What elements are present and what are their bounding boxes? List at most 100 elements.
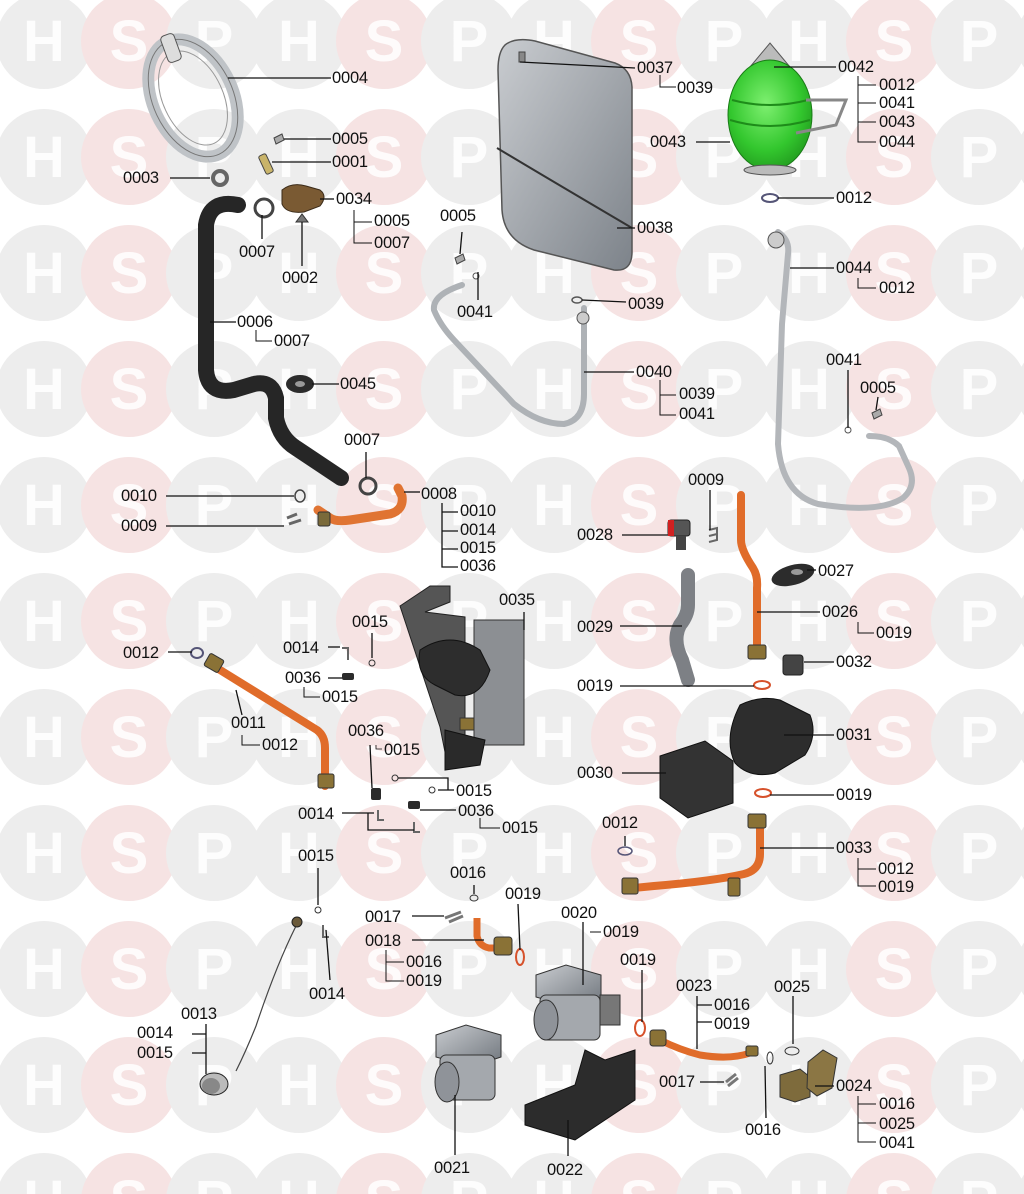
part-0002-clip[interactable] <box>295 213 309 223</box>
callout-label-0008[interactable]: 0008 <box>421 485 457 503</box>
part-0005-clip-mid[interactable] <box>454 253 466 265</box>
callout-label-0007[interactable]: 0007 <box>239 243 275 261</box>
callout-label-0014[interactable]: 0014 <box>283 639 319 657</box>
part-0036-screw-a[interactable] <box>342 673 354 680</box>
callout-label-0018[interactable]: 0018 <box>365 932 401 950</box>
callout-label-0002[interactable]: 0002 <box>282 269 318 287</box>
part-0023-nuts[interactable] <box>649 1029 759 1057</box>
part-0016-oring-b[interactable] <box>766 1051 774 1065</box>
callout-label-0042[interactable]: 0042 <box>838 58 874 76</box>
part-0039-washer-tank[interactable] <box>571 296 583 304</box>
callout-label-0032[interactable]: 0032 <box>836 653 872 671</box>
callout-label-0005[interactable]: 0005 <box>440 207 476 225</box>
callout-label-0041[interactable]: 0041 <box>826 351 862 369</box>
part-0015-oring-b[interactable] <box>391 774 399 782</box>
callout-sublabel-0015[interactable]: 0015 <box>384 741 420 759</box>
part-0033-copper-pipe[interactable] <box>630 822 764 892</box>
callout-sublabel-0019[interactable]: 0019 <box>714 1015 750 1033</box>
callout-label-0023[interactable]: 0023 <box>676 977 712 995</box>
callout-sublabel-0012[interactable]: 0012 <box>878 860 914 878</box>
part-0015-oring-a[interactable] <box>368 659 376 667</box>
callout-label-0019[interactable]: 0019 <box>620 951 656 969</box>
callout-label-0016[interactable]: 0016 <box>450 864 486 882</box>
part-0001-valve-core[interactable] <box>258 153 274 175</box>
callout-label-0035[interactable]: 0035 <box>499 591 535 609</box>
callout-sublabel-0016[interactable]: 0016 <box>406 953 442 971</box>
callout-sublabel-0015[interactable]: 0015 <box>137 1044 173 1062</box>
callout-label-0020[interactable]: 0020 <box>561 904 597 922</box>
callout-sublabel-0010[interactable]: 0010 <box>460 502 496 520</box>
callout-sublabel-0016[interactable]: 0016 <box>714 996 750 1014</box>
part-0012-washer-pump[interactable] <box>617 846 633 856</box>
part-0015-oring-c[interactable] <box>428 786 436 794</box>
callout-sublabel-0015[interactable]: 0015 <box>322 688 358 706</box>
callout-label-0012[interactable]: 0012 <box>836 189 872 207</box>
callout-sublabel-0012[interactable]: 0012 <box>879 76 915 94</box>
callout-label-0027[interactable]: 0027 <box>818 562 854 580</box>
part-0006-black-hose[interactable] <box>198 196 349 486</box>
callout-sublabel-0015[interactable]: 0015 <box>460 539 496 557</box>
callout-label-0037[interactable]: 0037 <box>637 59 673 77</box>
callout-sublabel-0039[interactable]: 0039 <box>677 79 713 97</box>
callout-label-0011[interactable]: 0011 <box>231 714 266 732</box>
callout-sublabel-0012[interactable]: 0012 <box>262 736 298 754</box>
part-0030-pump-head[interactable] <box>659 740 734 819</box>
callout-label-0044[interactable]: 0044 <box>836 259 872 277</box>
callout-label-0029[interactable]: 0029 <box>577 618 613 636</box>
part-0013-temperature-sensor[interactable] <box>199 916 303 1096</box>
part-0019-oring-a[interactable] <box>753 680 771 690</box>
part-0019-oring-b[interactable] <box>754 788 772 798</box>
callout-label-0012[interactable]: 0012 <box>602 814 638 832</box>
part-0018-nut[interactable] <box>493 936 513 956</box>
part-0040-nut[interactable] <box>576 311 590 325</box>
part-0019-oring-c[interactable] <box>515 948 525 966</box>
callout-label-0025[interactable]: 0025 <box>774 978 810 996</box>
callout-label-0010[interactable]: 0010 <box>121 487 157 505</box>
part-0011-copper-pipe[interactable] <box>208 661 329 790</box>
callout-label-0026[interactable]: 0026 <box>822 603 858 621</box>
callout-label-0017[interactable]: 0017 <box>365 908 401 926</box>
callout-label-0034[interactable]: 0034 <box>336 190 372 208</box>
callout-sublabel-0019[interactable]: 0019 <box>406 972 442 990</box>
part-0041-washer-mid[interactable] <box>472 272 480 280</box>
callout-label-0015[interactable]: 0015 <box>298 847 334 865</box>
part-0003-clamp[interactable] <box>211 169 229 187</box>
callout-sublabel-0015[interactable]: 0015 <box>502 819 538 837</box>
part-0023-copper-pipe[interactable] <box>658 1036 752 1061</box>
callout-sublabel-0012[interactable]: 0012 <box>879 279 915 297</box>
part-0014-clip-c[interactable] <box>413 822 420 833</box>
part-0017-clip-a[interactable] <box>444 910 464 924</box>
part-0007-clip[interactable] <box>253 197 275 219</box>
part-0015-oring-d[interactable] <box>314 906 322 914</box>
part-0005-clip-right[interactable] <box>871 408 883 420</box>
part-0033-nuts[interactable] <box>621 813 767 897</box>
callout-label-0019[interactable]: 0019 <box>505 885 541 903</box>
callout-sublabel-0041[interactable]: 0041 <box>879 1134 915 1152</box>
part-0025-oring[interactable] <box>784 1046 800 1056</box>
callout-sublabel-0019[interactable]: 0019 <box>878 878 914 896</box>
part-0012-washer-vessel[interactable] <box>761 193 779 203</box>
callout-label-0003[interactable]: 0003 <box>123 169 159 187</box>
part-0042-expansion-vessel[interactable] <box>727 42 849 176</box>
callout-sublabel-0014[interactable]: 0014 <box>137 1024 173 1042</box>
callout-label-0024[interactable]: 0024 <box>836 1077 872 1095</box>
callout-label-0030[interactable]: 0030 <box>577 764 613 782</box>
part-0044-flexible-pipe[interactable] <box>774 229 915 511</box>
part-0036-screw-b[interactable] <box>371 788 381 800</box>
callout-label-0015[interactable]: 0015 <box>456 782 492 800</box>
callout-label-0006[interactable]: 0006 <box>237 313 273 331</box>
callout-sublabel-0044[interactable]: 0044 <box>879 133 915 151</box>
callout-label-0043[interactable]: 0043 <box>650 133 686 151</box>
callout-label-0007[interactable]: 0007 <box>344 431 380 449</box>
callout-label-0012[interactable]: 0012 <box>123 644 159 662</box>
callout-label-0039[interactable]: 0039 <box>628 295 664 313</box>
callout-label-0005[interactable]: 0005 <box>332 130 368 148</box>
part-0022-insulation-cover[interactable] <box>524 1049 636 1141</box>
callout-label-0004[interactable]: 0004 <box>332 69 368 87</box>
part-0024-valve-assembly[interactable] <box>779 1049 838 1103</box>
part-0005-clip[interactable] <box>273 133 285 145</box>
part-0014-clip-b[interactable] <box>377 810 384 821</box>
part-0037-expansion-tank[interactable] <box>496 38 633 271</box>
callout-label-0028[interactable]: 0028 <box>577 526 613 544</box>
callout-label-0040[interactable]: 0040 <box>636 363 672 381</box>
